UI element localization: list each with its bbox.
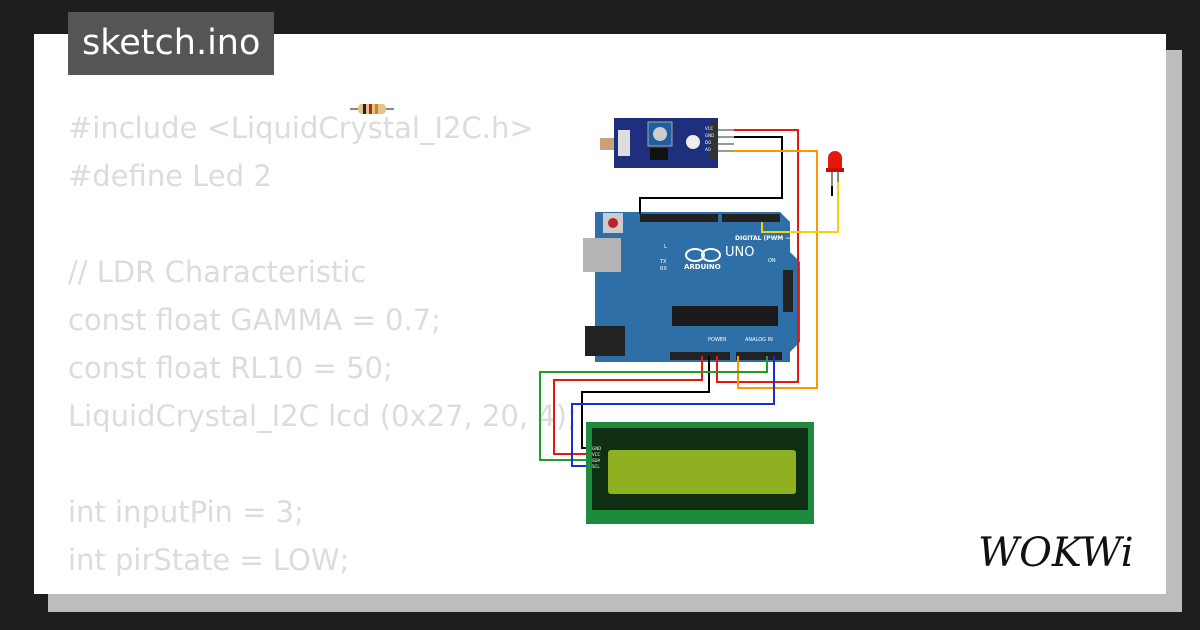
- on-label: ON: [768, 258, 776, 264]
- file-name-tag: sketch.ino: [68, 12, 275, 75]
- ldr-pin-label: AO: [705, 147, 711, 152]
- ldr-sensor-module: VCC GND DO AO: [600, 118, 734, 168]
- lcd-pin-label: GND: [592, 446, 601, 451]
- arduino-logo-icon: [685, 248, 721, 262]
- tx-label: TX: [659, 259, 667, 265]
- board-brand-label: ARDUINO: [684, 263, 721, 271]
- l-label: L: [664, 244, 667, 250]
- code-line: int val = 0;: [68, 584, 577, 594]
- led-icon: [826, 151, 844, 186]
- code-line: // LDR Characteristic: [68, 255, 367, 289]
- code-line: int pirState = LOW;: [68, 543, 350, 577]
- code-line: #include <LiquidCrystal_I2C.h>: [68, 111, 534, 145]
- wokwi-logo: WOKWi: [978, 530, 1134, 576]
- board-model-label: UNO: [725, 245, 754, 260]
- resistor-icon: [350, 104, 394, 114]
- ldr-pin-label: VCC: [705, 126, 714, 131]
- code-line: const float RL10 = 50;: [68, 351, 393, 385]
- ldr-pin-label: GND: [705, 133, 714, 138]
- lcd-pin-label: SDA: [592, 458, 601, 463]
- rx-label: RX: [660, 266, 667, 272]
- code-preview: #include <LiquidCrystal_I2C.h> #define L…: [68, 104, 577, 594]
- analog-header-label: ANALOG IN: [745, 337, 773, 343]
- lcd-pin-label: VCC: [592, 452, 601, 457]
- lcd-pin-label: SCL: [592, 464, 600, 469]
- power-header-label: POWER: [708, 337, 727, 343]
- code-line: LiquidCrystal_I2C lcd (0x27, 20, 4);: [68, 399, 577, 433]
- wokwi-logo-text: WOKWi: [978, 530, 1134, 576]
- digital-header-label: DIGITAL (PWM ~): [735, 235, 793, 242]
- ldr-pin-label: DO: [705, 140, 711, 145]
- code-line: const float GAMMA = 0.7;: [68, 303, 441, 337]
- lcd-display: GND VCC SDA SCL: [586, 422, 814, 524]
- code-line: #define Led 2: [68, 159, 272, 193]
- wires: [539, 129, 839, 467]
- arduino-uno-board: DIGITAL (PWM ~) UNO ARDUINO TX RX L ON P…: [583, 212, 800, 362]
- code-line: int inputPin = 3;: [68, 495, 304, 529]
